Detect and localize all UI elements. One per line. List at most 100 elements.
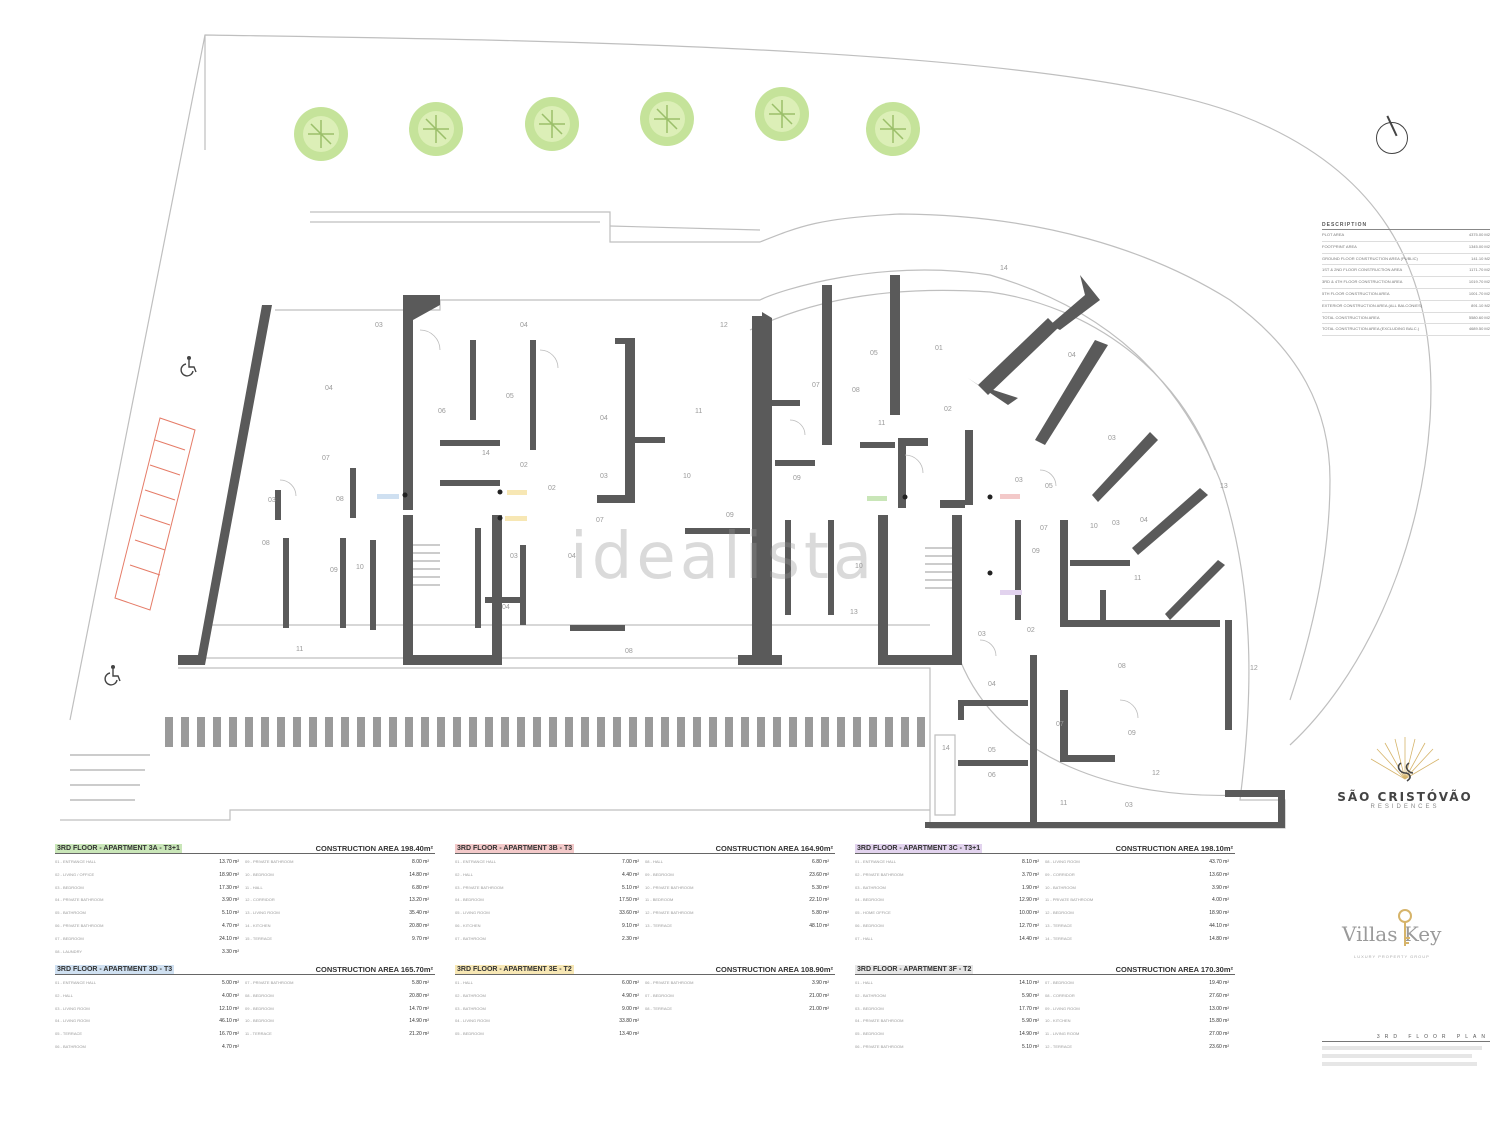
room-area: 5.10 m²	[1022, 1043, 1039, 1050]
construction-area: CONSTRUCTION AREA 198.10m²	[1115, 844, 1233, 853]
room-name: 08 - BEDROOM	[245, 992, 274, 998]
room-name: 14 - KITCHEN	[245, 922, 271, 928]
room-area: 14.80 m²	[409, 871, 429, 878]
room-area: 5.80 m²	[412, 980, 429, 986]
description-label: TOTAL CONSTRUCTION AREA	[1322, 314, 1380, 320]
villas-key-name: Villas Key	[1342, 922, 1442, 946]
brand-sub: RESIDENCES	[1370, 804, 1440, 810]
room-name: 10 - KITCHEN	[1045, 1018, 1071, 1024]
svg-text:08: 08	[262, 540, 270, 547]
room-name: 10 - BATHROOM	[1045, 884, 1076, 890]
crosswalk-stripe	[277, 717, 285, 747]
crosswalk-stripe	[917, 717, 925, 747]
room-name: 09 - CORRIDOR	[1045, 871, 1075, 877]
crosswalk-stripe	[757, 717, 765, 747]
svg-text:13: 13	[850, 609, 858, 616]
room-area: 4.00 m²	[222, 992, 239, 999]
room-name: 05 - TERRACE	[55, 1031, 83, 1037]
construction-area: CONSTRUCTION AREA 170.30m²	[1115, 965, 1233, 974]
room-area: 5.10 m²	[222, 910, 239, 917]
room-name: 02 - BATHROOM	[455, 992, 486, 998]
svg-text:10: 10	[1090, 523, 1098, 530]
steps	[70, 544, 952, 801]
description-value: 1019.70 M2	[1468, 279, 1490, 285]
room-name: 05 - HOME OFFICE	[855, 910, 891, 916]
svg-text:11: 11	[878, 420, 885, 427]
room-row: 04 - LIVING ROOM 46.10 m²	[55, 1015, 239, 1028]
svg-text:03: 03	[978, 631, 986, 638]
room-name: 05 - BEDROOM	[855, 1031, 884, 1037]
svg-text:07: 07	[322, 455, 330, 462]
room-area: 3.90 m²	[222, 897, 239, 904]
room-name: 02 - HALL	[55, 992, 74, 998]
room-name: 11 - HALL	[245, 884, 263, 890]
svg-text:09: 09	[726, 512, 734, 519]
tree-icon	[409, 102, 463, 156]
svg-text:12: 12	[1152, 770, 1160, 777]
room-area: 14.80 m²	[1209, 935, 1229, 942]
crosswalk-stripe	[885, 717, 893, 747]
description-value: 891.10 M2	[1471, 302, 1490, 308]
description-label: GROUND FLOOR CONSTRUCTION AREA (PUBLIC)	[1322, 255, 1418, 261]
room-area: 23.60 m²	[1209, 1043, 1229, 1050]
room-name: 03 - BATHROOM	[455, 1005, 486, 1011]
svg-text:11: 11	[695, 408, 702, 415]
svg-text:03: 03	[1015, 477, 1023, 484]
tree-icon	[294, 107, 348, 161]
room-column: 07 - PRIVATE BATHROOM 5.80 m² 08 - BEDROOM…	[245, 977, 435, 1054]
svg-text:10: 10	[683, 473, 691, 480]
room-name: 04 - BEDROOM	[855, 897, 884, 903]
svg-text:11: 11	[296, 646, 303, 653]
construction-area: CONSTRUCTION AREA 165.70m²	[315, 965, 433, 974]
crosswalk-stripe	[581, 717, 589, 747]
room-area: 46.10 m²	[219, 1018, 239, 1025]
crosswalk-stripe	[405, 717, 413, 747]
crosswalk-stripe	[741, 717, 749, 747]
room-area: 4.00 m²	[1212, 897, 1229, 904]
walls	[178, 275, 1285, 828]
crosswalk-stripe	[453, 717, 461, 747]
room-name: 02 - HALL	[455, 871, 474, 877]
room-area: 13.60 m²	[1209, 871, 1229, 878]
crosswalk-stripe	[357, 717, 365, 747]
crosswalk-stripe	[549, 717, 557, 747]
svg-text:14: 14	[942, 745, 950, 752]
description-row: EXTERIOR CONSTRUCTION AREA (ALL BALCONIE…	[1322, 301, 1490, 313]
svg-text:09: 09	[1128, 730, 1136, 737]
room-name: 07 - PRIVATE BATHROOM	[245, 980, 294, 985]
room-area: 35.40 m²	[409, 910, 429, 917]
room-name: 04 - LIVING ROOM	[55, 1018, 90, 1024]
room-area: 5.00 m²	[222, 980, 239, 986]
room-name: 09 - BEDROOM	[245, 1005, 274, 1011]
svg-text:02: 02	[520, 462, 528, 469]
svg-text:03: 03	[268, 497, 276, 504]
room-area: 17.50 m²	[619, 897, 639, 904]
room-name: 06 - BATHROOM	[55, 1043, 86, 1049]
north-arrow-icon	[1376, 122, 1408, 154]
room-area: 3.90 m²	[812, 980, 829, 986]
svg-text:05: 05	[870, 350, 878, 357]
room-area: 14.70 m²	[409, 1005, 429, 1012]
crosswalk-stripe	[709, 717, 717, 747]
room-area: 48.10 m²	[809, 922, 829, 929]
room-name: 11 - PRIVATE BATHROOM	[1045, 897, 1094, 903]
apartment-title: 3RD FLOOR - APARTMENT 3A - T3+1	[55, 844, 182, 853]
entry-markers	[377, 489, 1022, 595]
